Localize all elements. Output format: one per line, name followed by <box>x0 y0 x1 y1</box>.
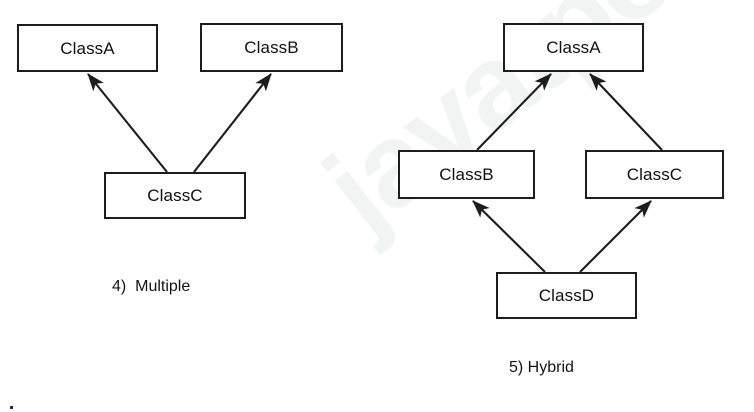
inheritance-arrow <box>472 200 546 273</box>
inheritance-arrow <box>87 73 168 173</box>
class-box-label: ClassB <box>244 38 299 57</box>
inheritance-arrow <box>193 73 272 173</box>
class-box-label: ClassA <box>546 38 601 57</box>
class-box-label: ClassA <box>60 38 115 58</box>
class-box-classB-hybrid[interactable]: ClassB <box>398 150 535 199</box>
class-box-label: ClassC <box>147 186 203 205</box>
inheritance-arrow <box>476 73 552 151</box>
class-box-classC-multiple[interactable]: ClassC <box>104 172 246 219</box>
caption-hybrid: 5) Hybrid <box>509 359 574 376</box>
caption-multiple: 4) Multiple <box>112 278 191 295</box>
inheritance-arrow <box>579 200 652 273</box>
class-box-label: ClassC <box>626 165 683 184</box>
class-box-classA-hybrid[interactable]: ClassA <box>503 23 644 72</box>
class-box-label: ClassD <box>538 286 595 305</box>
class-box-classA-multiple[interactable]: ClassA <box>17 24 158 72</box>
class-box-classB-multiple[interactable]: ClassB <box>200 23 343 72</box>
corner-dot-mark <box>10 406 13 409</box>
class-box-classC-hybrid[interactable]: ClassC <box>585 150 724 199</box>
inheritance-arrow <box>589 73 663 151</box>
class-box-label: ClassB <box>439 165 494 184</box>
class-box-classD-hybrid[interactable]: ClassD <box>496 272 637 319</box>
